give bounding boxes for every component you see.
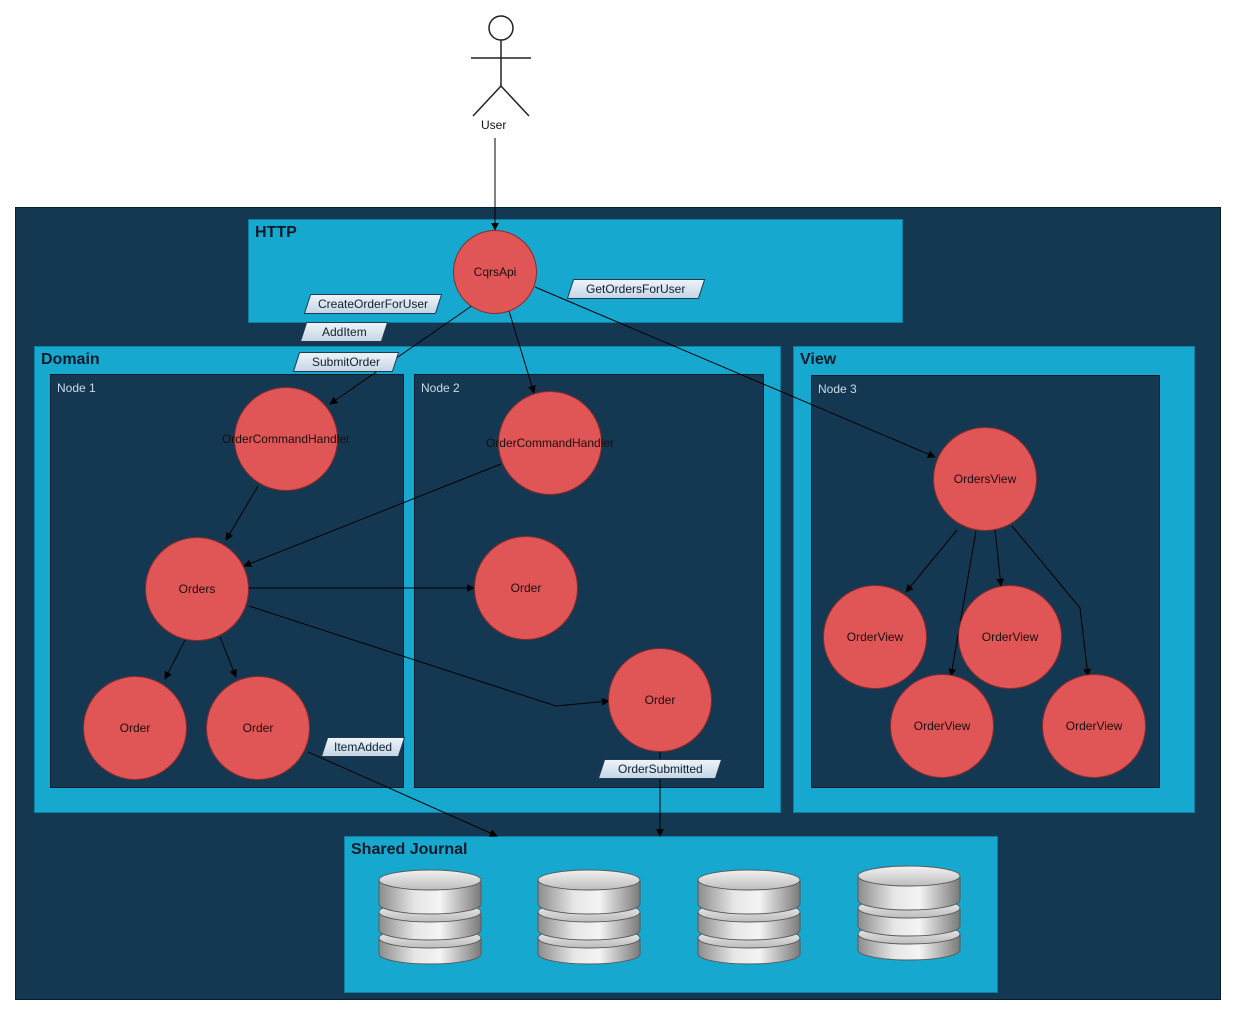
order-circle-node1-a[interactable]: Order (83, 676, 187, 780)
message-get-orders-for-user-text: GetOrdersForUser (586, 282, 686, 296)
node-2-title: Node 2 (421, 381, 460, 395)
edge-order-n1b-to-journal (307, 751, 498, 837)
view-group-title: View (800, 351, 837, 368)
actor-label: User (481, 118, 507, 132)
edge-cqrsapi-to-och2 (508, 310, 536, 394)
message-item-added: ItemAdded (320, 737, 406, 757)
message-add-item: AddItem (299, 322, 389, 342)
order-command-handler-node2[interactable]: OrderCommandHandler (486, 391, 614, 495)
domain-group-title: Domain (41, 351, 100, 368)
message-get-orders-for-user: GetOrdersForUser (566, 279, 706, 299)
http-group-title: HTTP (255, 224, 297, 241)
message-submit-order-text: SubmitOrder (311, 355, 381, 369)
edge-orders-to-order-n1a (164, 639, 186, 680)
orders-view-circle[interactable]: OrdersView (933, 427, 1037, 531)
order-view-circle-3[interactable]: OrderView (890, 674, 994, 778)
order-circle-node2-a[interactable]: Order (474, 536, 578, 640)
order-view-circle-2[interactable]: OrderView (958, 585, 1062, 689)
orders-circle[interactable]: Orders (145, 537, 249, 641)
node-3-title: Node 3 (818, 382, 857, 396)
edge-ordersview-to-view2 (994, 529, 1005, 587)
order-circle-node2-b[interactable]: Order (608, 648, 712, 752)
order-command-handler-node1[interactable]: OrderCommandHandler (222, 387, 350, 491)
database-icon (537, 869, 641, 965)
edge-cqrsapi-to-ordersview (534, 286, 936, 458)
database-icon (378, 869, 482, 965)
edge-ordersview-to-view4 (1011, 525, 1092, 677)
edge-orders-to-order-n2b (248, 605, 610, 707)
edge-och2-to-orders (243, 463, 502, 568)
edge-cqrsapi-to-och1 (329, 304, 474, 405)
edge-orders-to-order-n1b (219, 636, 238, 678)
order-circle-node1-b[interactable]: Order (206, 676, 310, 780)
stick-figure-icon (471, 15, 531, 117)
message-create-order-for-user: CreateOrderForUser (303, 294, 443, 314)
order-view-circle-4[interactable]: OrderView (1042, 674, 1146, 778)
message-submit-order: SubmitOrder (292, 352, 400, 372)
edge-ordersview-to-view3 (948, 530, 977, 677)
message-add-item-text: AddItem (321, 325, 367, 339)
message-item-added-text: ItemAdded (333, 740, 393, 754)
order-view-circle-1[interactable]: OrderView (823, 585, 927, 689)
edge-ordersview-to-view1 (905, 529, 958, 593)
shared-journal-title: Shared Journal (351, 841, 468, 858)
message-create-order-for-user-text: CreateOrderForUser (317, 297, 429, 311)
database-icon (697, 869, 801, 965)
cqrs-api-circle[interactable]: CqrsApi (453, 230, 537, 314)
database-icon (857, 865, 961, 961)
message-order-submitted-text: OrderSubmitted (617, 762, 703, 776)
message-order-submitted: OrderSubmitted (597, 759, 723, 779)
edge-och1-to-orders (225, 485, 259, 541)
node-1-title: Node 1 (57, 381, 96, 395)
